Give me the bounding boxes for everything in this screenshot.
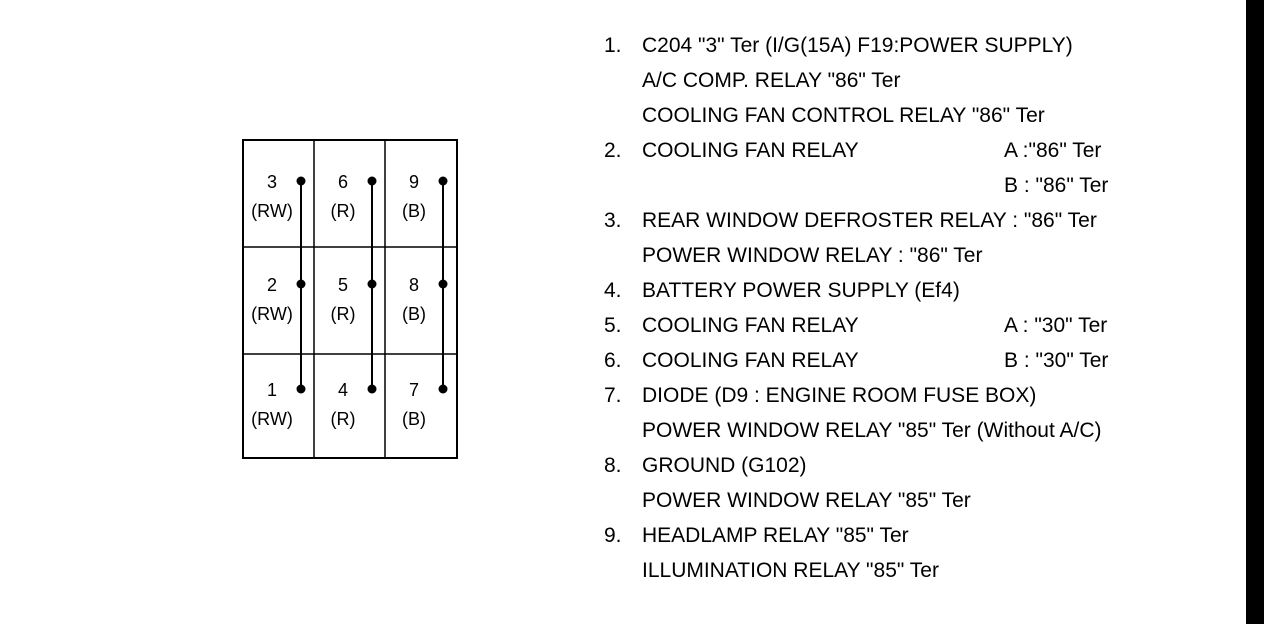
item-row: COOLING FAN RELAY A : "30" Ter — [642, 308, 1204, 343]
wire-color: (R) — [331, 409, 356, 429]
terminal-label: B : "86" Ter — [1004, 174, 1109, 197]
connector-diagram: 3 (RW) 6 (R) 9 (B) 2 (RW) 5 (R) 8 (B) 1 … — [242, 139, 458, 459]
terminal-label: A : "30" Ter — [1004, 314, 1108, 337]
item-number: 2. — [604, 139, 622, 162]
pin-dot — [296, 384, 306, 394]
item-text: COOLING FAN RELAY — [642, 139, 859, 162]
pin-dot — [367, 279, 377, 289]
item-text: COOLING FAN RELAY — [642, 349, 859, 372]
legend-item: 1. C204 "3" Ter (I/G(15A) F19:POWER SUPP… — [604, 28, 1204, 133]
item-text: ILLUMINATION RELAY "85" Ter — [642, 559, 939, 582]
pin-number: 8 — [409, 275, 419, 295]
item-text: A/C COMP. RELAY "86" Ter — [642, 69, 901, 92]
wire-color: (B) — [402, 201, 426, 221]
right-edge-bar — [1246, 0, 1264, 624]
pin-number: 2 — [267, 275, 277, 295]
legend-item: 2. COOLING FAN RELAY A :"86" Ter B : "86… — [604, 133, 1204, 203]
legend-item: 6. COOLING FAN RELAY B : "30" Ter — [604, 343, 1204, 378]
item-text: HEADLAMP RELAY "85" Ter — [642, 524, 909, 547]
item-text: GROUND (G102) — [642, 454, 807, 477]
legend-item: 5. COOLING FAN RELAY A : "30" Ter — [604, 308, 1204, 343]
item-row: COOLING FAN RELAY A :"86" Ter — [642, 133, 1204, 168]
terminal-label: A :"86" Ter — [1004, 139, 1102, 162]
pin-dot — [367, 176, 377, 186]
item-row: COOLING FAN RELAY B : "30" Ter — [642, 343, 1204, 378]
pin-dot — [367, 384, 377, 394]
item-number: 8. — [604, 454, 622, 477]
legend-item: 8. GROUND (G102) POWER WINDOW RELAY "85"… — [604, 448, 1204, 518]
wire-color: (B) — [402, 304, 426, 324]
item-text: POWER WINDOW RELAY "85" Ter — [642, 489, 971, 512]
item-number: 4. — [604, 279, 622, 302]
pin-dot — [296, 279, 306, 289]
item-number: 1. — [604, 34, 622, 57]
pin-number: 3 — [267, 172, 277, 192]
wire-color: (RW) — [251, 201, 293, 221]
pin-number: 9 — [409, 172, 419, 192]
item-row: B : "86" Ter — [642, 168, 1204, 203]
item-number: 5. — [604, 314, 622, 337]
terminal-label: B : "30" Ter — [1004, 349, 1109, 372]
pin-dot — [296, 176, 306, 186]
item-text: COOLING FAN RELAY — [642, 314, 859, 337]
item-text: POWER WINDOW RELAY "85" Ter (Without A/C… — [642, 419, 1102, 442]
legend-item: 7. DIODE (D9 : ENGINE ROOM FUSE BOX) POW… — [604, 378, 1204, 448]
item-number: 7. — [604, 384, 622, 407]
pin-dot — [438, 279, 448, 289]
item-number: 6. — [604, 349, 622, 372]
wire-color: (RW) — [251, 304, 293, 324]
pin-dot — [438, 384, 448, 394]
pin-number: 6 — [338, 172, 348, 192]
pin-legend: 1. C204 "3" Ter (I/G(15A) F19:POWER SUPP… — [604, 28, 1204, 588]
pin-number: 1 — [267, 380, 277, 400]
item-text: DIODE (D9 : ENGINE ROOM FUSE BOX) — [642, 384, 1037, 407]
wire-color: (RW) — [251, 409, 293, 429]
item-number: 3. — [604, 209, 622, 232]
wire-color: (R) — [331, 304, 356, 324]
pin-dot — [438, 176, 448, 186]
item-text: COOLING FAN CONTROL RELAY "86" Ter — [642, 104, 1045, 127]
legend-item: 3. REAR WINDOW DEFROSTER RELAY : "86" Te… — [604, 203, 1204, 273]
item-number: 9. — [604, 524, 622, 547]
connector-outline — [242, 139, 458, 459]
legend-item: 4. BATTERY POWER SUPPLY (Ef4) — [604, 273, 1204, 308]
legend-item: 9. HEADLAMP RELAY "85" Ter ILLUMINATION … — [604, 518, 1204, 588]
pin-number: 4 — [338, 380, 348, 400]
wire-color: (B) — [402, 409, 426, 429]
item-text: REAR WINDOW DEFROSTER RELAY : "86" Ter — [642, 209, 1097, 232]
pin-number: 5 — [338, 275, 348, 295]
pin-number: 7 — [409, 380, 419, 400]
item-text: C204 "3" Ter (I/G(15A) F19:POWER SUPPLY) — [642, 34, 1073, 57]
wire-color: (R) — [331, 201, 356, 221]
item-text: BATTERY POWER SUPPLY (Ef4) — [642, 279, 960, 302]
item-text: POWER WINDOW RELAY : "86" Ter — [642, 244, 983, 267]
